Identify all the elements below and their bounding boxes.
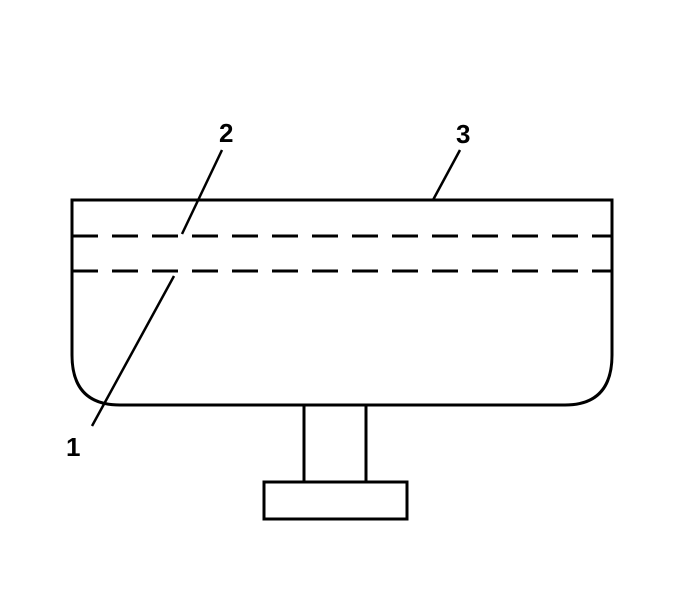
leader-line-2 xyxy=(180,149,224,235)
callout-2: 2 xyxy=(219,118,233,148)
mount-base xyxy=(262,480,409,521)
callout-3: 3 xyxy=(456,119,470,149)
leader-line-1 xyxy=(90,275,176,427)
callout-1: 1 xyxy=(66,432,80,462)
mirror-housing xyxy=(70,198,614,407)
leader-line-3 xyxy=(431,149,462,201)
